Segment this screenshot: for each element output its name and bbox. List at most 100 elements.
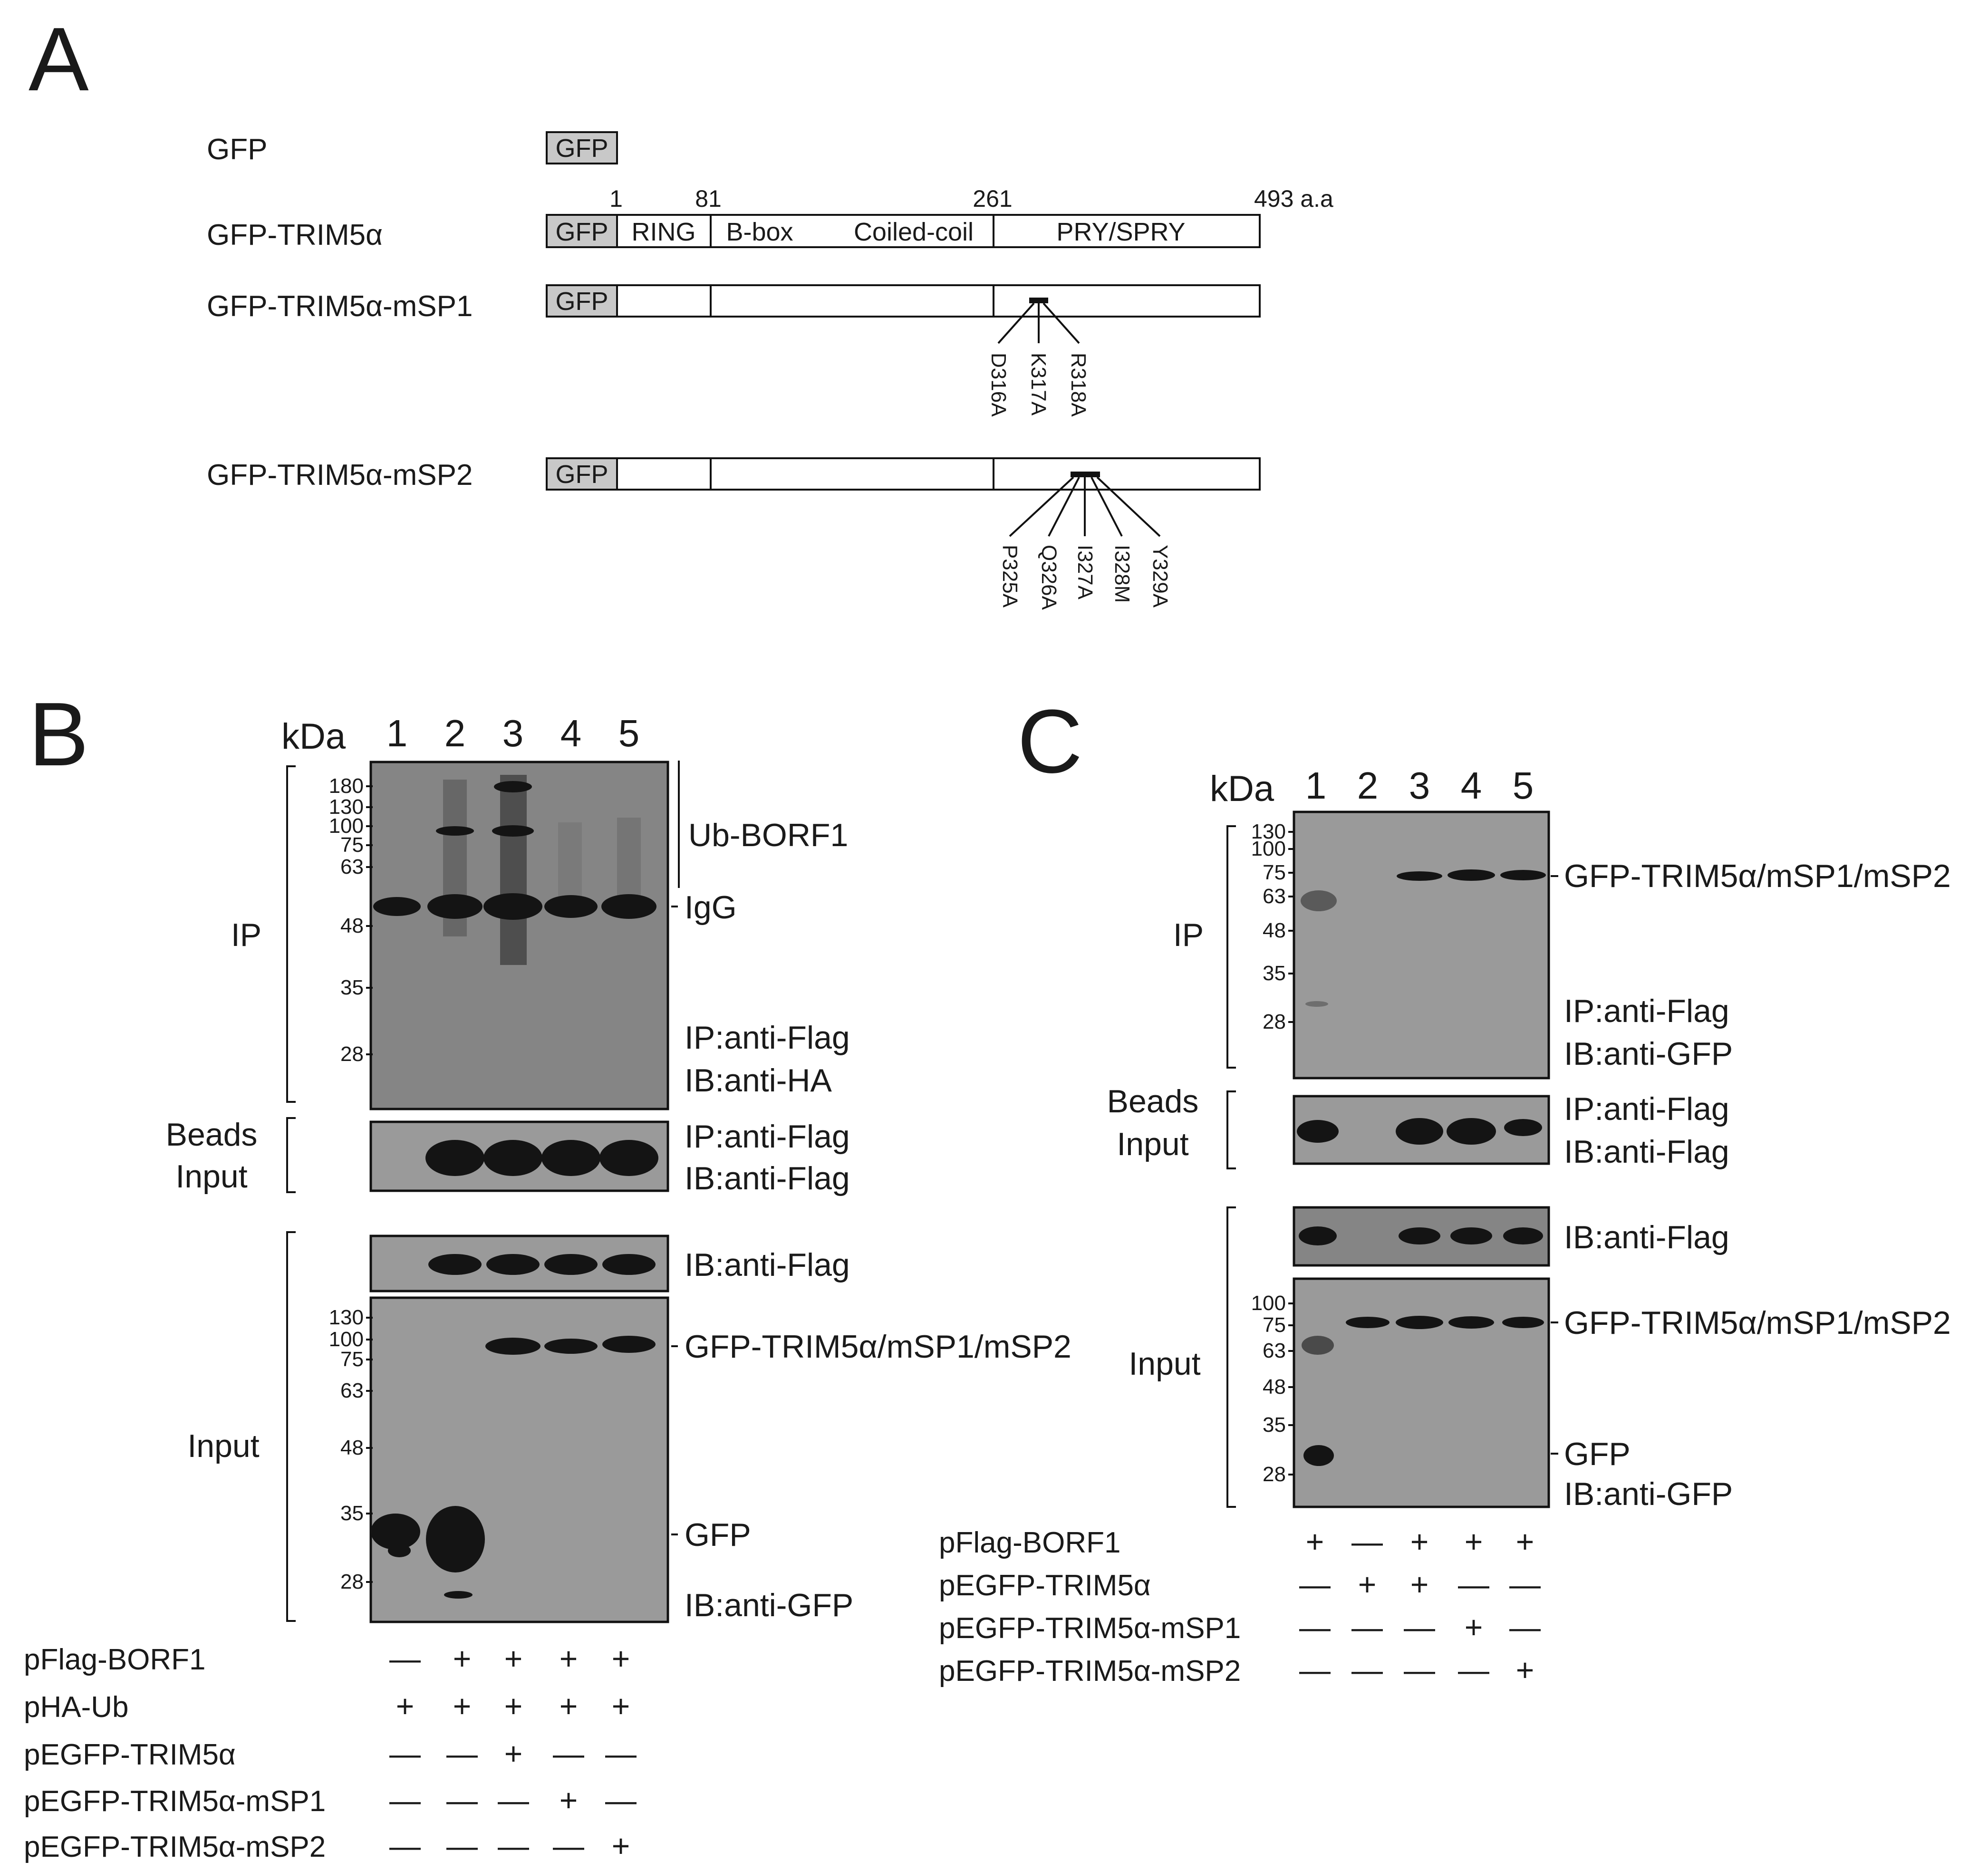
sign: — bbox=[553, 1736, 584, 1771]
mw-marker: 75 bbox=[1263, 861, 1286, 884]
sign: + bbox=[1410, 1567, 1429, 1602]
mw-marker: 130 bbox=[329, 795, 364, 819]
label-ip-flag: IP:anti-Flag bbox=[685, 1020, 850, 1056]
sign: + bbox=[504, 1688, 523, 1724]
sign: + bbox=[612, 1828, 630, 1863]
section-label-beads: Beads bbox=[166, 1117, 258, 1153]
sign: + bbox=[1410, 1524, 1429, 1559]
sign: + bbox=[612, 1688, 630, 1724]
band-ub bbox=[494, 781, 532, 792]
gfp-tag-box bbox=[546, 214, 618, 248]
band-trim5a bbox=[544, 1339, 598, 1354]
mw-marker: 28 bbox=[340, 1570, 364, 1593]
label-gfp: GFP bbox=[1564, 1436, 1631, 1472]
mutation-label: Q326A bbox=[1037, 545, 1061, 610]
mw-marker: 48 bbox=[1263, 1375, 1286, 1398]
plasmid-name: pEGFP-TRIM5α-mSP1 bbox=[939, 1612, 1241, 1645]
sign: — bbox=[605, 1783, 637, 1818]
mw-marker: 63 bbox=[1263, 1339, 1286, 1362]
mw-marker: 63 bbox=[340, 855, 364, 878]
band-faint bbox=[1301, 890, 1337, 911]
mutation-leader bbox=[997, 302, 1035, 344]
sign: — bbox=[1458, 1567, 1489, 1602]
band-flag bbox=[1399, 1227, 1440, 1244]
sign: + bbox=[504, 1641, 523, 1676]
band-flag bbox=[1447, 1118, 1496, 1145]
band-flag bbox=[428, 1254, 482, 1275]
section-label-beads: Input bbox=[1117, 1126, 1188, 1162]
band-gfp bbox=[371, 1514, 420, 1550]
panel-label-a: A bbox=[29, 9, 89, 110]
bracket-input bbox=[286, 1231, 296, 1622]
label-beads-ip: IP:anti-Flag bbox=[685, 1119, 850, 1155]
label-ib-gfp: IB:anti-GFP bbox=[685, 1587, 853, 1623]
section-label-beads: Input bbox=[175, 1158, 247, 1195]
label-trim5a: GFP-TRIM5α/mSP1/mSP2 bbox=[685, 1329, 1071, 1365]
mw-marker: 75 bbox=[340, 1348, 364, 1371]
position-81: 81 bbox=[695, 185, 722, 212]
mw-marker: 35 bbox=[340, 976, 364, 999]
sign: — bbox=[1509, 1610, 1541, 1645]
label-trim5a-input: GFP-TRIM5α/mSP1/mSP2 bbox=[1564, 1305, 1951, 1341]
sign: + bbox=[1516, 1652, 1534, 1688]
label-trim5a-ip: GFP-TRIM5α/mSP1/mSP2 bbox=[1564, 858, 1951, 894]
band-flag bbox=[1299, 1226, 1337, 1245]
sign: — bbox=[498, 1828, 529, 1863]
plasmid-name: pFlag-BORF1 bbox=[939, 1526, 1120, 1559]
sign: + bbox=[1465, 1524, 1483, 1559]
label-beads-ip: IP:anti-Flag bbox=[1564, 1091, 1729, 1127]
mw-marker: 75 bbox=[340, 833, 364, 857]
mw-marker: 35 bbox=[340, 1502, 364, 1525]
gfp-tag-label: GFP bbox=[555, 287, 608, 316]
mw-marker: 63 bbox=[1263, 885, 1286, 908]
band-ub bbox=[492, 825, 534, 837]
band-trim5a bbox=[1397, 871, 1442, 881]
ub-smear bbox=[500, 775, 527, 965]
gfp-tag-box bbox=[546, 457, 618, 491]
band-flag bbox=[483, 1140, 542, 1176]
band-trim5a bbox=[1500, 870, 1546, 880]
sign: + bbox=[453, 1688, 472, 1724]
mw-marker: 130 bbox=[329, 1306, 364, 1329]
mutation-leader bbox=[1096, 476, 1161, 537]
mw-marker: 48 bbox=[1263, 919, 1286, 942]
mutation-leader bbox=[1009, 476, 1074, 537]
label-ib-ha: IB:anti-HA bbox=[685, 1062, 832, 1099]
plasmid-name: pEGFP-TRIM5α bbox=[24, 1738, 236, 1771]
plasmid-name: pEGFP-TRIM5α bbox=[939, 1569, 1151, 1602]
lane-number: 2 bbox=[444, 712, 466, 754]
lane-number: 5 bbox=[618, 712, 640, 754]
band-gfp bbox=[426, 1506, 485, 1572]
sign: — bbox=[1351, 1610, 1383, 1645]
band-flag bbox=[425, 1140, 484, 1176]
mw-marker: 63 bbox=[340, 1379, 364, 1402]
mutation-label: Y329A bbox=[1148, 545, 1172, 608]
panel-a: A GFP GFP-TRIM5α GFP-TRIM5α-mSP1 GFP-TRI… bbox=[29, 9, 1333, 610]
band-flag bbox=[1504, 1119, 1542, 1136]
sign: + bbox=[396, 1688, 415, 1724]
domain-pry-spry: PRY/SPRY bbox=[1056, 218, 1185, 246]
sign: + bbox=[560, 1641, 578, 1676]
mutation-label: I328M bbox=[1110, 545, 1134, 603]
band-trim5a bbox=[1448, 869, 1495, 881]
band-trim5a bbox=[485, 1338, 540, 1355]
plasmid-name: pEGFP-TRIM5α-mSP2 bbox=[24, 1831, 326, 1863]
sign: + bbox=[1306, 1524, 1324, 1559]
band-flag bbox=[544, 1254, 598, 1275]
mutation-label: I327A bbox=[1073, 545, 1097, 600]
sign: — bbox=[389, 1641, 421, 1676]
label-beads-ib: IB:anti-Flag bbox=[685, 1160, 850, 1196]
sign: + bbox=[560, 1688, 578, 1724]
lane-number: 4 bbox=[560, 712, 582, 754]
mw-marker: 100 bbox=[1251, 837, 1286, 860]
ub-smear bbox=[558, 822, 582, 908]
band-igg bbox=[427, 894, 483, 919]
mutation-label: P325A bbox=[998, 545, 1022, 608]
mutation-leader bbox=[1048, 477, 1080, 537]
gfp-box-label: GFP bbox=[555, 134, 608, 163]
mw-marker: 100 bbox=[329, 1328, 364, 1351]
label-ub-borf1: Ub-BORF1 bbox=[688, 817, 848, 853]
sign: — bbox=[1351, 1652, 1383, 1688]
mutation-leader bbox=[1042, 302, 1080, 344]
